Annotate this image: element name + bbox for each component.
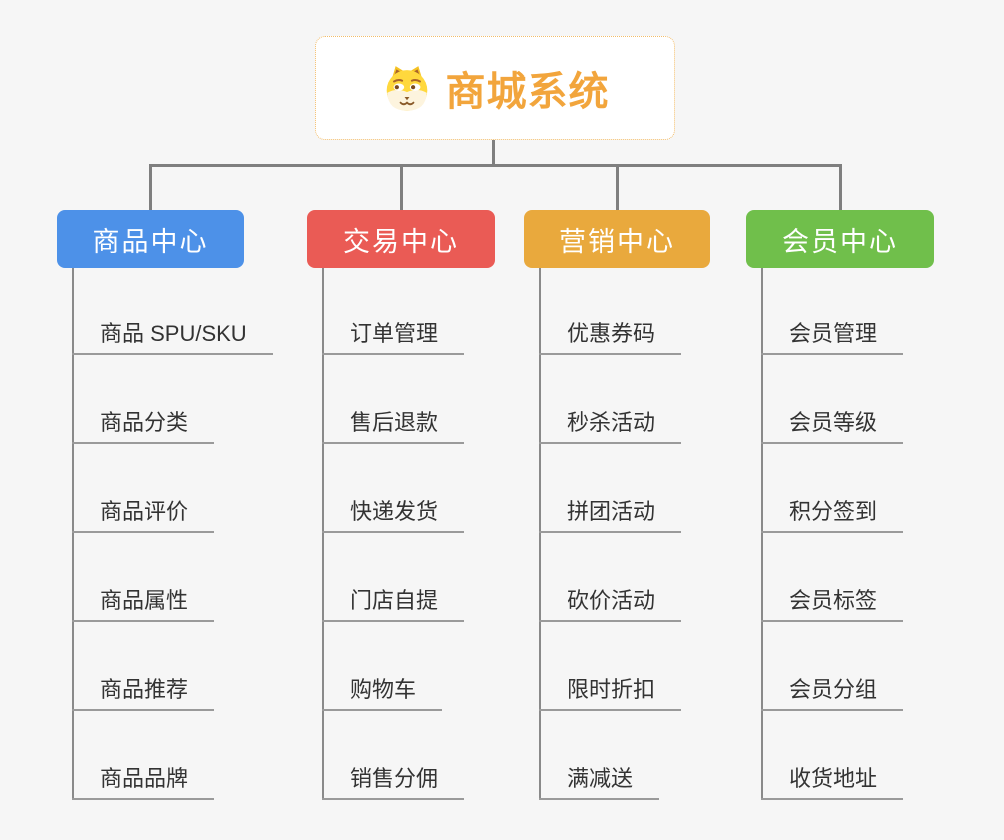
leaf-node[interactable]: 商品评价 [72, 488, 215, 533]
branch-label: 商品中心 [92, 226, 209, 257]
leaf-node[interactable]: 商品推荐 [72, 666, 215, 711]
leaf-node[interactable]: 秒杀活动 [539, 399, 682, 444]
branch-label: 营销中心 [559, 226, 675, 257]
leaf-node[interactable]: 商品 SPU/SKU [72, 310, 273, 355]
leaf-node[interactable]: 购物车 [322, 666, 443, 711]
leaf-node[interactable]: 订单管理 [322, 310, 465, 355]
dog-face-icon [386, 66, 427, 111]
branch-node[interactable]: 营销中心 [524, 210, 710, 268]
root-label: 商城系统 [445, 70, 610, 114]
root-node[interactable]: 商城系统 [315, 36, 675, 140]
leaf-node[interactable]: 会员等级 [761, 399, 904, 444]
leaf-node[interactable]: 快递发货 [322, 488, 465, 533]
leaf-node[interactable]: 门店自提 [322, 577, 465, 622]
leaf-node[interactable]: 砍价活动 [539, 577, 682, 622]
leaf-node[interactable]: 商品品牌 [72, 755, 215, 800]
connector-trunk [761, 268, 763, 800]
connector-trunk [322, 268, 324, 800]
connector-trunk [539, 268, 541, 800]
connector-branch-stub [399, 164, 403, 210]
connector-branch-stub [615, 164, 619, 210]
connector-root-stub [491, 140, 495, 167]
branch-node[interactable]: 交易中心 [307, 210, 495, 268]
leaf-node[interactable]: 销售分佣 [322, 755, 465, 800]
connector-horizontal-rail [149, 164, 842, 167]
leaf-node[interactable]: 拼团活动 [539, 488, 682, 533]
leaf-node[interactable]: 限时折扣 [539, 666, 682, 711]
leaf-node[interactable]: 会员分组 [761, 666, 904, 711]
leaf-node[interactable]: 满减送 [539, 755, 660, 800]
branch-label: 交易中心 [343, 226, 459, 257]
leaf-node[interactable]: 积分签到 [761, 488, 904, 533]
connector-trunk [72, 268, 74, 800]
leaf-node[interactable]: 售后退款 [322, 399, 465, 444]
leaf-node[interactable]: 会员标签 [761, 577, 904, 622]
leaf-node[interactable]: 商品属性 [72, 577, 215, 622]
branch-label: 会员中心 [782, 226, 898, 257]
leaf-node[interactable]: 会员管理 [761, 310, 904, 355]
connector-branch-stub [149, 164, 152, 210]
leaf-node[interactable]: 优惠券码 [539, 310, 682, 355]
branch-node[interactable]: 会员中心 [746, 210, 934, 268]
leaf-node[interactable]: 商品分类 [72, 399, 215, 444]
connector-branch-stub [838, 164, 842, 210]
branch-node[interactable]: 商品中心 [57, 210, 244, 268]
leaf-node[interactable]: 收货地址 [761, 755, 904, 800]
